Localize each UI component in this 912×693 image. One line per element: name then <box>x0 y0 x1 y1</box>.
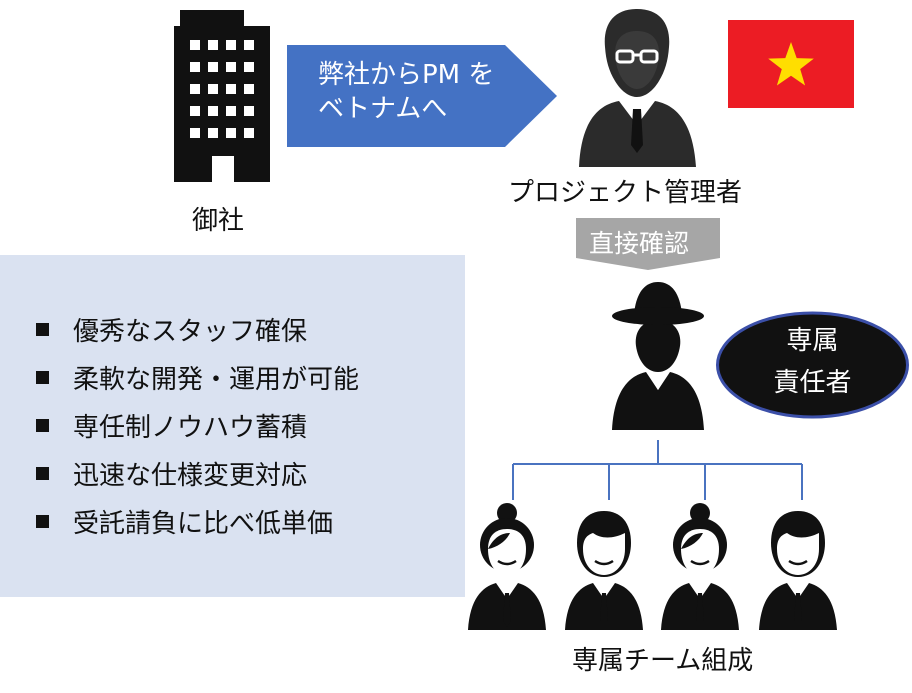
benefit-text: 優秀なスタッフ確保 <box>73 316 308 347</box>
team-member-male-icon <box>565 511 643 630</box>
transfer-arrow-text: 弊社からPM を ベトナムへ <box>318 58 494 126</box>
list-item: 優秀なスタッフ確保 <box>36 305 456 353</box>
transfer-arrow-line2: ベトナムへ <box>318 94 448 124</box>
bullet-square-icon <box>36 514 49 528</box>
direct-confirm-label: 直接確認 <box>589 229 690 258</box>
org-tree-lines <box>512 440 803 500</box>
benefit-text: 柔軟な開発・運用が可能 <box>73 364 360 395</box>
list-item: 専任制ノウハウ蓄積 <box>36 401 456 449</box>
client-label: 御社 <box>192 206 245 236</box>
bullet-square-icon <box>36 322 49 336</box>
team-member-female-icon <box>468 503 546 630</box>
bullet-square-icon <box>36 370 49 384</box>
project-manager-label: プロジェクト管理者 <box>508 178 743 208</box>
bullet-square-icon <box>36 418 49 432</box>
list-item: 受託請負に比べ低単価 <box>36 497 456 545</box>
team-lead-icon <box>612 282 704 430</box>
list-item: 迅速な仕様変更対応 <box>36 449 456 497</box>
badge-line1: 専属 <box>786 326 839 356</box>
vietnam-flag-icon <box>728 20 854 108</box>
benefit-text: 迅速な仕様変更対応 <box>73 460 308 491</box>
team-label: 専属チーム組成 <box>572 646 754 676</box>
project-manager-icon <box>579 9 696 167</box>
dedicated-lead-badge <box>716 311 909 419</box>
benefit-text: 受託請負に比べ低単価 <box>73 508 334 539</box>
benefits-panel <box>0 255 465 597</box>
transfer-arrow <box>287 45 557 147</box>
building-icon <box>174 10 270 182</box>
bullet-square-icon <box>36 466 49 480</box>
dedicated-lead-text: 専属 責任者 <box>715 320 910 404</box>
transfer-arrow-line1: 弊社からPM を <box>318 60 495 90</box>
benefit-text: 専任制ノウハウ蓄積 <box>73 412 308 443</box>
list-item: 柔軟な開発・運用が可能 <box>36 353 456 401</box>
team-member-male-icon <box>759 511 837 630</box>
badge-line2: 責任者 <box>773 368 852 398</box>
benefits-list: 優秀なスタッフ確保 柔軟な開発・運用が可能 専任制ノウハウ蓄積 迅速な仕様変更対… <box>36 305 456 545</box>
team-member-female-icon <box>661 503 739 630</box>
direct-confirm-arrow <box>576 218 720 270</box>
